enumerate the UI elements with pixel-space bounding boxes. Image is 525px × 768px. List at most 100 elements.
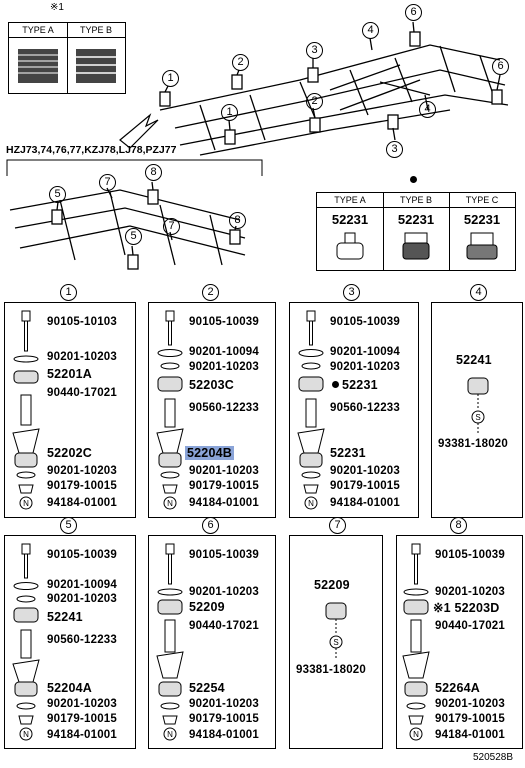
part-90201-10203b[interactable]: 90201-10203 — [330, 465, 400, 477]
type-a-cushion-icon — [336, 232, 364, 260]
part-90201-10203b[interactable]: 90201-10203 — [189, 698, 259, 710]
part-90560-12233[interactable]: 90560-12233 — [330, 402, 400, 414]
note-mark-top: ※1 — [50, 2, 64, 13]
type-a-header: TYPE A — [9, 23, 67, 38]
part-90105-10039[interactable]: 90105-10039 — [330, 316, 400, 328]
svg-text:N: N — [308, 499, 314, 508]
part-90201-10203b[interactable]: 90201-10203 — [435, 698, 505, 710]
type-b-shim-icon — [76, 49, 116, 83]
panel-2: N 90105-10039 90201-10094 90201-10203 52… — [148, 302, 276, 518]
panel-3-number: 3 — [343, 284, 360, 301]
callout-4b: 4 — [419, 101, 436, 118]
panel-4-number: 4 — [470, 284, 487, 301]
type-c-cushion-icon — [466, 232, 498, 260]
panel-8: N 90105-10039 90201-10203 ※1 52203D 9044… — [396, 535, 523, 749]
part-90179-10015[interactable]: 90179-10015 — [330, 480, 400, 492]
part-90201-10203[interactable]: 90201-10203 — [435, 586, 505, 598]
callout-2: 2 — [232, 54, 249, 71]
type-c-part: 52231 — [463, 212, 501, 227]
part-90201-10203[interactable]: 90201-10203 — [189, 586, 259, 598]
part-90440-17021[interactable]: 90440-17021 — [435, 620, 505, 632]
part-90105-10039[interactable]: 90105-10039 — [47, 549, 117, 561]
part-52264a[interactable]: 52264A — [435, 681, 480, 695]
part-90560-12233[interactable]: 90560-12233 — [47, 634, 117, 646]
part-52254[interactable]: 52254 — [189, 681, 225, 695]
panel-1: N 90105-10103 90201-10203 52201A 90440-1… — [4, 302, 136, 518]
type-a-header-2: TYPE A — [317, 193, 383, 208]
part-52201a[interactable]: 52201A — [47, 367, 92, 381]
part-52231[interactable]: 52231 — [342, 378, 378, 392]
panel-6-number: 6 — [202, 517, 219, 534]
panel-4-cushion-drawing: S — [467, 377, 489, 435]
part-52204a[interactable]: 52204A — [47, 681, 92, 695]
part-90179-10015[interactable]: 90179-10015 — [47, 480, 117, 492]
part-90179-10015[interactable]: 90179-10015 — [189, 713, 259, 725]
callout-5: 5 — [49, 186, 66, 203]
callout-6b: 6 — [492, 58, 509, 75]
part-90201-10203[interactable]: 90201-10203 — [47, 593, 117, 605]
part-94184-01001[interactable]: 94184-01001 — [47, 729, 117, 741]
callout-1: 1 — [162, 70, 179, 87]
type-b-part: 52231 — [397, 212, 435, 227]
highlighted-part: 52204B — [185, 446, 234, 460]
part-90201-10203[interactable]: 90201-10203 — [330, 361, 400, 373]
frame-drawing-mid — [9, 181, 246, 270]
part-52209[interactable]: 52209 — [314, 578, 350, 592]
part-90105-10039[interactable]: 90105-10039 — [189, 316, 259, 328]
panel-8-stack-drawing: N — [402, 543, 430, 741]
panel-3-stack-drawing: N — [297, 310, 325, 510]
part-94184-01001[interactable]: 94184-01001 — [189, 729, 259, 741]
part-52204b[interactable]: 52204B — [185, 446, 234, 460]
part-90201-10203b[interactable]: 90201-10203 — [189, 465, 259, 477]
svg-text:N: N — [167, 730, 173, 739]
panel-7-number: 7 — [329, 517, 346, 534]
part-94184-01001[interactable]: 94184-01001 — [47, 497, 117, 509]
part-90201-10094[interactable]: 90201-10094 — [330, 346, 400, 358]
part-90179-10015[interactable]: 90179-10015 — [189, 480, 259, 492]
part-90440-17021[interactable]: 90440-17021 — [47, 387, 117, 399]
part-90201-10203b[interactable]: 90201-10203 — [47, 465, 117, 477]
part-90105-10103[interactable]: 90105-10103 — [47, 316, 117, 328]
panel-4: 52241 S 93381-18020 — [431, 302, 523, 518]
part-52241[interactable]: 52241 — [456, 353, 492, 367]
svg-text:N: N — [167, 499, 173, 508]
caption-bracket — [6, 159, 263, 176]
callout-4: 4 — [362, 22, 379, 39]
panel-7: 52209 S 93381-18020 — [289, 535, 383, 749]
panel-8-number: 8 — [450, 517, 467, 534]
part-90201-10094[interactable]: 90201-10094 — [47, 579, 117, 591]
part-52231b[interactable]: 52231 — [330, 446, 366, 460]
part-90560-12233[interactable]: 90560-12233 — [189, 402, 259, 414]
type-b-header-2: TYPE B — [383, 193, 449, 208]
part-52203d[interactable]: ※1 52203D — [433, 601, 500, 615]
part-90201-10203[interactable]: 90201-10203 — [47, 351, 117, 363]
part-90179-10015[interactable]: 90179-10015 — [435, 713, 505, 725]
part-94184-01001[interactable]: 94184-01001 — [189, 497, 259, 509]
part-94184-01001[interactable]: 94184-01001 — [330, 497, 400, 509]
svg-text:S: S — [333, 638, 338, 647]
part-52241[interactable]: 52241 — [47, 610, 83, 624]
part-93381-18020[interactable]: 93381-18020 — [296, 664, 366, 676]
part-90201-10094[interactable]: 90201-10094 — [189, 346, 259, 358]
panel-5-stack-drawing: N — [12, 543, 40, 741]
figure-code: 520528B — [473, 752, 514, 763]
part-90105-10039[interactable]: 90105-10039 — [189, 549, 259, 561]
part-90201-10203b[interactable]: 90201-10203 — [47, 698, 117, 710]
panel-2-number: 2 — [202, 284, 219, 301]
callout-3: 3 — [306, 42, 323, 59]
panel-5-number: 5 — [60, 517, 77, 534]
part-90440-17021[interactable]: 90440-17021 — [189, 620, 259, 632]
callout-6: 6 — [405, 4, 422, 21]
callout-7b: 7 — [163, 218, 180, 235]
svg-text:N: N — [23, 730, 29, 739]
part-52209[interactable]: 52209 — [189, 600, 225, 614]
part-94184-01001[interactable]: 94184-01001 — [435, 729, 505, 741]
panel-3: N 90105-10039 90201-10094 90201-10203 52… — [289, 302, 419, 518]
part-52203c[interactable]: 52203C — [189, 378, 234, 392]
part-90179-10015[interactable]: 90179-10015 — [47, 713, 117, 725]
part-93381-18020[interactable]: 93381-18020 — [438, 438, 508, 450]
part-90201-10203[interactable]: 90201-10203 — [189, 361, 259, 373]
type-b-marker-small — [332, 381, 339, 388]
part-52202c[interactable]: 52202C — [47, 446, 92, 460]
part-90105-10039[interactable]: 90105-10039 — [435, 549, 505, 561]
